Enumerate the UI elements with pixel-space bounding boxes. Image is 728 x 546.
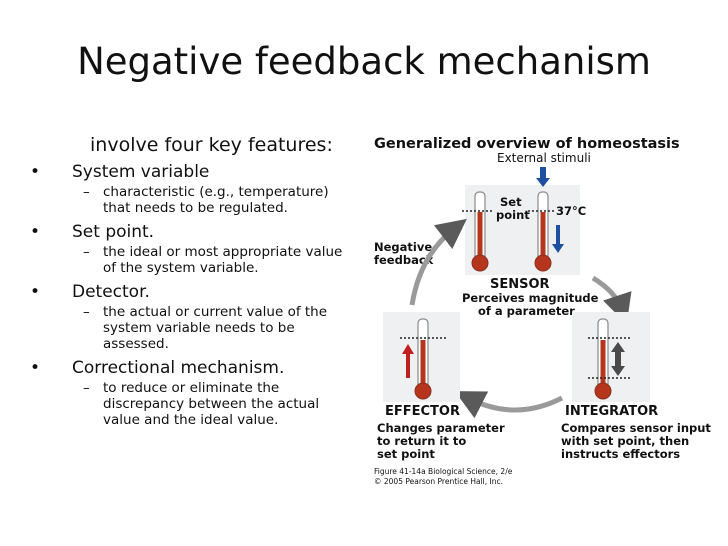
sub-bullet: – to reduce or eliminate the discrepancy…: [30, 380, 365, 428]
effector-desc: to return it to: [377, 434, 466, 448]
sub-bullet-line: system variable needs to be: [103, 320, 295, 336]
integrator-name: INTEGRATOR: [565, 404, 658, 419]
bullet-dot: •: [30, 282, 41, 302]
negative-feedback-label: feedback: [374, 253, 434, 267]
figure-credit: Figure 41-14a Biological Science, 2/e: [374, 467, 513, 476]
bullet-dot: •: [30, 222, 41, 242]
sub-bullet: – the actual or current value of the sys…: [30, 304, 365, 352]
sub-bullet-line: of the system variable.: [103, 260, 259, 276]
setpoint-thermometer-liquid: [477, 212, 483, 264]
sensor-desc: Perceives magnitude: [462, 291, 599, 305]
integrator-thermometer-bulb: [594, 382, 612, 400]
cycle-arrow-sensor-to-integrator: [591, 275, 632, 325]
external-stimuli-label: External stimuli: [497, 151, 591, 165]
sub-bullet-line: the actual or current value of the: [103, 304, 328, 320]
sensor-blue-arrow-icon: [552, 225, 564, 253]
sub-bullet: – the ideal or most appropriate value of…: [30, 244, 365, 276]
set-point-label: point: [496, 208, 530, 222]
effector-thermometer-liquid: [420, 340, 426, 392]
effector-red-arrow-icon: [402, 344, 414, 378]
negative-feedback-label: Negative: [374, 240, 432, 254]
sub-bullet-line: to reduce or eliminate the: [103, 380, 280, 396]
bullet-label: Set point.: [72, 222, 155, 242]
effector-thermometer-bulb: [414, 382, 432, 400]
integrator-desc: Compares sensor input: [561, 421, 711, 435]
bullet-set-point: • Set point.: [30, 222, 365, 242]
integrator-desc: with set point, then: [561, 434, 689, 448]
slide-title: Negative feedback mechanism: [77, 40, 651, 83]
figure-credit: © 2005 Pearson Prentice Hall, Inc.: [374, 477, 503, 486]
bullet-system-variable: • System variable: [30, 162, 365, 182]
setpoint-thermometer-bulb: [471, 254, 489, 272]
sub-bullet-line: discrepancy between the actual: [103, 396, 320, 412]
set-point-label: Set: [500, 195, 522, 209]
cycle-arrow-effector-to-sensor: [409, 218, 467, 306]
effector-desc: Changes parameter: [377, 421, 505, 435]
cycle-arrow-integrator-to-effector: [454, 391, 564, 419]
sub-bullet-dash: –: [83, 184, 90, 200]
sensor-thermometer-bulb: [534, 254, 552, 272]
integrator-desc: instructs effectors: [561, 447, 680, 461]
sub-bullet-line: characteristic (e.g., temperature): [103, 184, 329, 200]
bullet-label: System variable: [72, 162, 210, 182]
sensor-desc: of a parameter: [478, 304, 575, 318]
integrator-panel: [572, 312, 650, 402]
sub-bullet-dash: –: [83, 380, 90, 396]
sub-bullet-line: the ideal or most appropriate value: [103, 244, 343, 260]
sub-bullet-line: that needs to be regulated.: [103, 200, 288, 216]
sub-bullet-dash: –: [83, 304, 90, 320]
integrator-double-arrow-icon: [611, 342, 625, 376]
external-stimulus-arrow-icon: [536, 167, 550, 187]
bullet-label: Correctional mechanism.: [72, 358, 285, 378]
sensor-name: SENSOR: [490, 277, 550, 292]
bullet-correctional-mechanism: • Correctional mechanism.: [30, 358, 365, 378]
bullet-detector: • Detector.: [30, 282, 365, 302]
sub-bullet: – characteristic (e.g., temperature) tha…: [30, 184, 365, 216]
effector-name: EFFECTOR: [385, 404, 460, 419]
bullet-dot: •: [30, 162, 41, 182]
sub-bullet-line: assessed.: [103, 336, 169, 352]
effector-desc: set point: [377, 447, 435, 461]
integrator-thermometer-liquid: [600, 340, 606, 392]
figure-title: Generalized overview of homeostasis: [374, 136, 680, 152]
sub-bullet-line: value and the ideal value.: [103, 412, 279, 428]
bullet-list: • System variable – characteristic (e.g.,…: [30, 162, 365, 434]
bullet-dot: •: [30, 358, 41, 378]
intro-text: involve four key features:: [90, 134, 333, 156]
sensor-thermometer-liquid: [540, 212, 546, 264]
temperature-label: 37°C: [556, 204, 586, 218]
bullet-label: Detector.: [72, 282, 150, 302]
sub-bullet-dash: –: [83, 244, 90, 260]
